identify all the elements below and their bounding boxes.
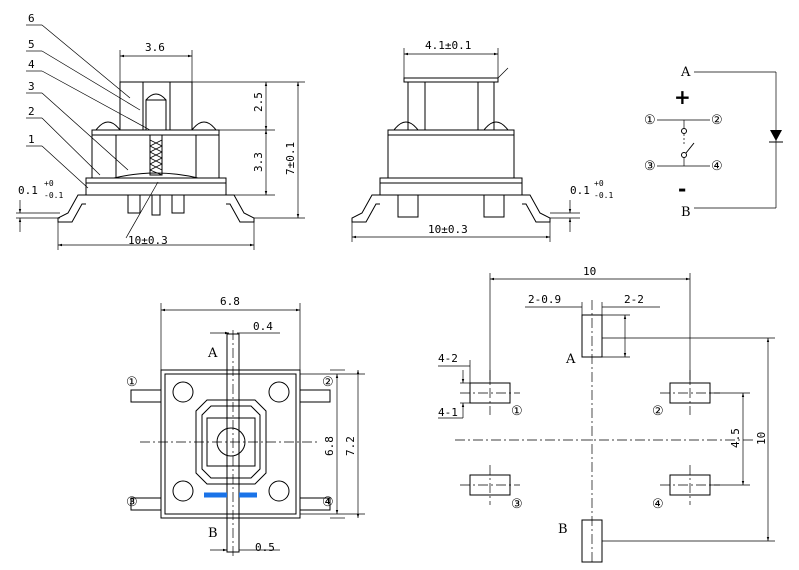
fp-label-b: B [558, 522, 568, 537]
schematic-pin-4: ④ [711, 159, 723, 174]
schematic-pin-2: ② [711, 113, 723, 128]
fp-pin-4: ④ [652, 497, 664, 512]
schematic: A B + - ① ② ③ ④ [644, 65, 783, 220]
side-view: 6 5 4 3 2 1 [16, 12, 305, 250]
fp-dim-4-2: 4-2 [438, 352, 458, 365]
led-diode-icon [770, 130, 782, 141]
dim-0-4: 0.4 [253, 320, 273, 333]
dim-4-1: 4.1±0.1 [425, 39, 471, 52]
fp-label-a: A [565, 352, 576, 367]
top-pin-4: ④ [322, 495, 334, 510]
tol-base-left: 0.1 [18, 184, 38, 197]
callout-1: 1 [28, 133, 35, 146]
dim-0-5: 0.5 [255, 541, 275, 554]
dim-2-5: 2.5 [252, 92, 265, 112]
tol-sub-right: -0.1 [594, 191, 613, 200]
tol-sup-left: +0 [44, 179, 54, 188]
top-pin-2: ② [322, 375, 334, 390]
schematic-label-b: B [681, 205, 691, 220]
fp-dim-4-1: 4-1 [438, 406, 458, 419]
schematic-pin-3: ③ [644, 159, 656, 174]
dim-3-6: 3.6 [145, 41, 165, 54]
tol-sub-left: -0.1 [44, 191, 63, 200]
dim-10-front: 10±0.3 [428, 223, 468, 236]
top-view: ① ② ③ ④ A B 6.8 0.4 6.8 7.2 0.5 [126, 295, 365, 556]
callout-6: 6 [28, 12, 35, 25]
dim-3-3: 3.3 [252, 152, 265, 172]
fp-dim-2-0-9: 2-0.9 [528, 293, 561, 306]
fp-dim-10-width: 10 [583, 265, 596, 278]
dim-6-8-width: 6.8 [220, 295, 240, 308]
fp-pin-1: ① [511, 404, 523, 419]
dim-7-2: 7.2 [344, 436, 357, 456]
fp-pin-2: ② [652, 404, 664, 419]
minus-sign: - [678, 177, 686, 201]
pad-3 [469, 474, 511, 496]
callout-labels: 6 5 4 3 2 1 [26, 12, 151, 189]
callout-5: 5 [28, 38, 35, 51]
callout-3: 3 [28, 80, 35, 93]
footprint: ① ② ③ ④ A B 10 2-0.9 2-2 4-2 4-1 4.5 [438, 265, 775, 565]
dim-6-8-height: 6.8 [323, 436, 336, 456]
top-pin-3: ③ [126, 495, 138, 510]
top-label-a: A [207, 346, 218, 361]
tol-base-right: 0.1 [570, 184, 590, 197]
fp-dim-2-2: 2-2 [624, 293, 644, 306]
top-pin-1: ① [126, 375, 138, 390]
plus-sign: + [674, 85, 691, 109]
pad-a [581, 314, 603, 358]
fp-dim-4-5: 4.5 [729, 428, 742, 448]
tol-sup-right: +0 [594, 179, 604, 188]
dim-10-side: 10±0.3 [128, 234, 168, 247]
fp-dim-10-height: 10 [755, 432, 768, 445]
fp-pin-3: ③ [511, 497, 523, 512]
dim-7: 7±0.1 [284, 142, 297, 175]
front-view: 4.1±0.1 0.1 +0 -0.1 10±0.3 [351, 39, 613, 242]
top-label-b: B [208, 526, 218, 541]
schematic-pin-1: ① [644, 113, 656, 128]
schematic-label-a: A [680, 65, 691, 80]
callout-4: 4 [28, 58, 35, 71]
callout-2: 2 [28, 105, 35, 118]
